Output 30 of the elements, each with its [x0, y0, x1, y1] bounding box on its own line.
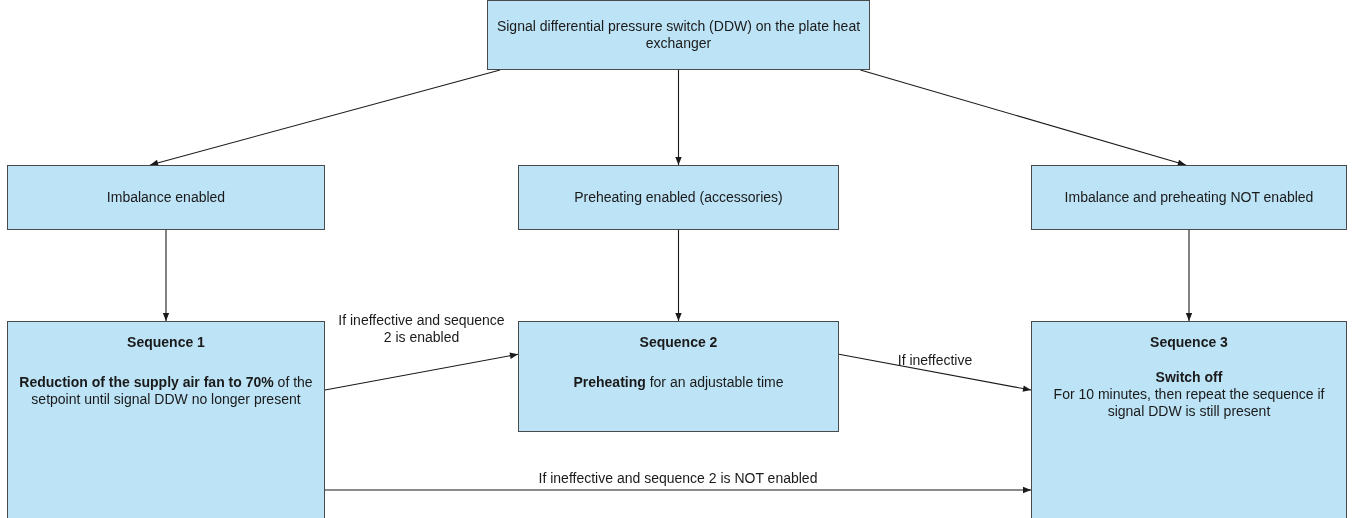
- process-box: [1031, 165, 1347, 230]
- box-heading: Sequence 1: [127, 334, 205, 351]
- box-heading: Sequence 3: [1150, 334, 1228, 351]
- box-text: Imbalance enabled: [106, 189, 226, 206]
- edge-label: If ineffective and sequence 2 is enabled: [337, 312, 506, 347]
- arrow: [162, 229, 170, 322]
- arrow: [838, 353, 1032, 392]
- arrow: [675, 229, 682, 322]
- box-text: Preheating enabled (accessories): [574, 189, 783, 206]
- process-box: [7, 321, 325, 518]
- box-text: For 10 minutes, then repeat the sequence if signal DDW is still present: [1052, 386, 1326, 420]
- process-box: [518, 165, 839, 230]
- edge-label: If ineffective and sequence 2 is NOT enabled: [537, 470, 819, 488]
- arrow: [324, 352, 519, 391]
- arrow: [324, 486, 1032, 494]
- box-text: Imbalance and preheating NOT enabled: [1064, 189, 1314, 206]
- arrow: [675, 69, 682, 166]
- edge-label: If ineffective: [896, 352, 974, 370]
- arrow: [1185, 229, 1193, 322]
- box-text: Signal differential pressure switch (DDW) on the plate heat exchanger: [496, 18, 861, 52]
- arrow: [859, 69, 1187, 166]
- box-heading: Sequence 2: [639, 334, 718, 351]
- process-box: [518, 321, 839, 432]
- box-text: Preheating for an adjustable time: [573, 374, 784, 391]
- process-box: [1031, 321, 1347, 518]
- box-text: Reduction of the supply air fan to 70% of the setpoint until signal DDW no longer present: [18, 374, 314, 408]
- box-text: Switch off: [1155, 369, 1223, 386]
- arrow: [149, 69, 501, 166]
- process-box: [7, 165, 325, 230]
- process-box: [487, 0, 870, 70]
